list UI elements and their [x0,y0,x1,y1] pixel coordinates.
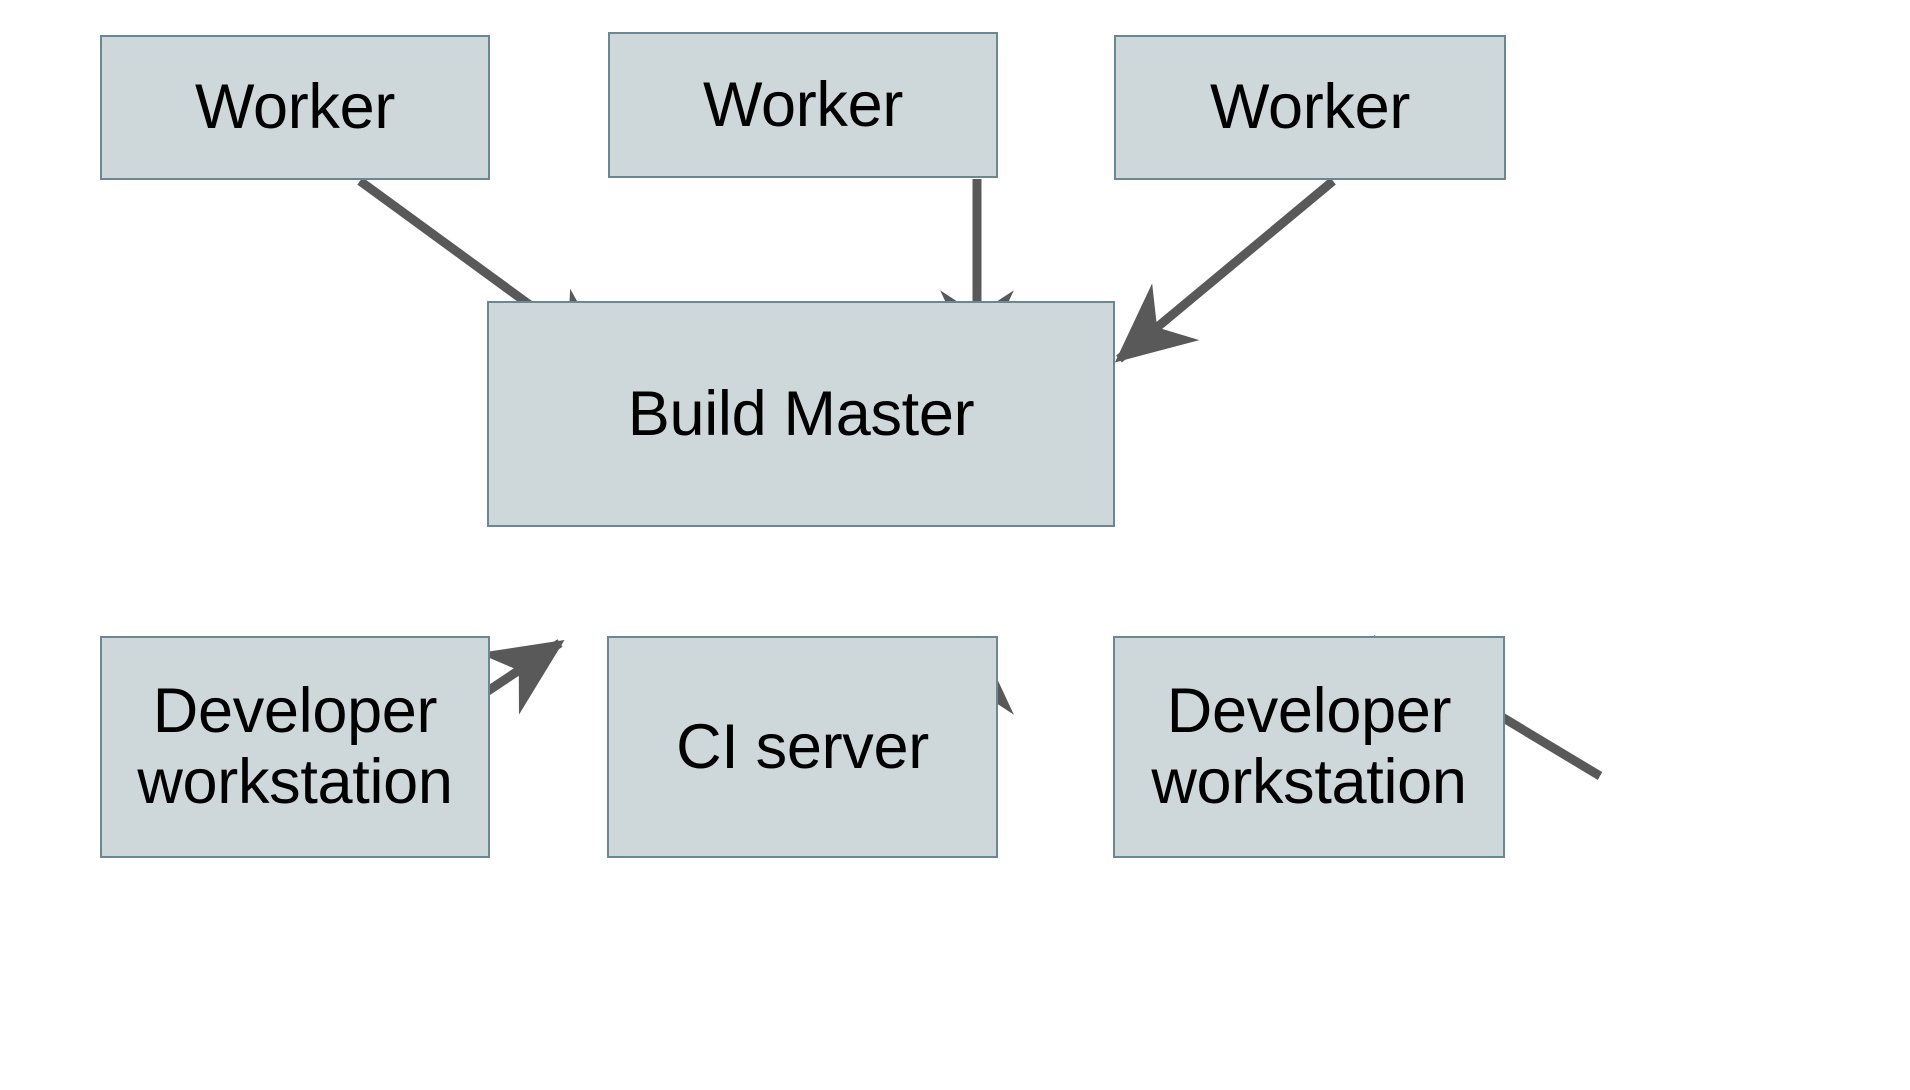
node-label-developer-workstation-right: Developer workstation [1151,676,1467,817]
node-label-build-master: Build Master [627,378,975,449]
node-worker-3[interactable]: Worker [1114,35,1506,180]
node-worker-2[interactable]: Worker [608,32,998,178]
node-ci-server[interactable]: CI server [607,636,998,858]
arrow-worker3-to-build-master [1114,177,1336,363]
node-worker-1[interactable]: Worker [100,35,490,180]
node-developer-workstation-right[interactable]: Developer workstation [1113,636,1505,858]
node-build-master[interactable]: Build Master [487,301,1115,527]
node-label-worker-1: Worker [194,72,396,143]
node-developer-workstation-left[interactable]: Developer workstation [100,636,490,858]
node-label-developer-workstation-left: Developer workstation [137,676,453,817]
node-label-worker-3: Worker [1209,72,1411,143]
node-label-ci-server: CI server [676,711,929,782]
node-label-worker-2: Worker [702,69,904,140]
